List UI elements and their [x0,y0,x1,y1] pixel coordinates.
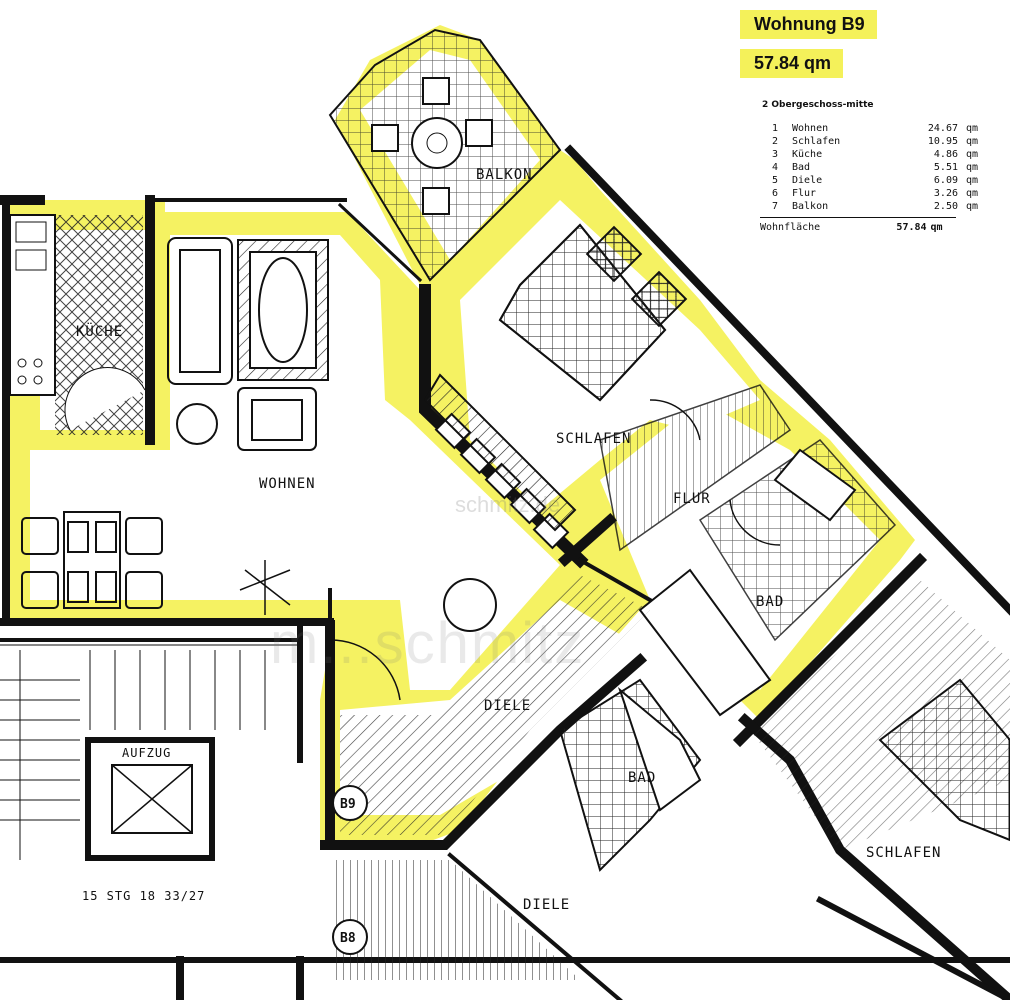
watermark: m...schmitz [270,611,586,676]
apartment-legend: Wohnung B9 57.84 qm 2 Obergeschoss-mitte… [740,10,1000,233]
room-row: 2 Schlafen 10.95 qm [768,135,992,148]
room-unit: qm [966,149,979,160]
room-no: 2 [772,136,779,147]
room-no: 3 [772,149,779,160]
label-wohnen: WOHNEN [259,476,316,492]
diele-b9 [340,575,650,835]
room-area: 2.50 [933,201,958,212]
room-area: 6.09 [933,175,958,186]
room-unit: qm [966,175,979,186]
label-bad: BAD [756,594,784,610]
room-no: 7 [772,201,779,212]
room-row: 5 Diele 6.09 qm [768,174,992,187]
total-area-row: Wohnfläche 57.84 qm [760,222,956,233]
total-area-unit: qm [930,222,943,233]
label-schlafen-2: SCHLAFEN [866,845,941,861]
living-furniture [21,237,497,701]
unit-markers [332,785,368,955]
balcony [328,28,562,282]
apartment-area: 57.84 qm [740,49,844,78]
room-row: 1 Wohnen 24.67 qm [768,122,992,135]
room-row: 4 Bad 5.51 qm [768,161,992,174]
room-area: 3.26 [933,188,958,199]
room-no: 1 [772,123,779,134]
label-aufzug: AUFZUG [122,746,171,760]
watermark-small: schmitz.de [455,492,561,517]
room-unit: qm [966,201,979,212]
label-unit-b9: B9 [340,797,356,812]
room-no: 6 [772,188,779,199]
label-diele-2: DIELE [523,897,570,913]
label-stairs: 15 STG 18 33/27 [82,889,205,903]
label-diele: DIELE [484,698,531,714]
legend-divider [760,217,956,218]
apartment-title: Wohnung B9 [740,10,877,39]
room-no: 4 [772,162,779,173]
floor-label: 2 Obergeschoss-mitte [762,100,874,110]
room-name: Flur [792,188,817,199]
room-name: Diele [792,175,823,186]
room-row: 3 Küche 4.86 qm [768,148,992,161]
label-unit-b8: B8 [340,931,356,946]
label-kueche: KÜCHE [76,322,123,340]
label-bad-2: BAD [628,770,656,786]
walls [0,144,1010,1000]
room-name: Wohnen [792,123,829,134]
total-area-label: Wohnfläche [760,222,821,233]
room-area: 24.67 [927,123,958,134]
room-unit: qm [966,123,979,134]
room-unit: qm [966,136,979,147]
label-flur: FLUR [673,491,711,507]
room-area: 4.86 [933,149,958,160]
room-row: 7 Balkon 2.50 qm [768,200,992,213]
room-table: 1 Wohnen 24.67 qm 2 Schlafen 10.95 qm 3 Küche 4.… [768,122,992,213]
room-name: Balkon [792,201,829,212]
stairwell [0,580,1010,980]
bedroom [423,223,701,532]
room-name: Bad [792,162,811,173]
label-balkon: BALKON [476,167,533,183]
kitchen [9,214,146,435]
room-area: 5.51 [933,162,958,173]
room-name: Küche [792,149,823,160]
room-row: 6 Flur 3.26 qm [768,187,992,200]
label-schlafen: SCHLAFEN [556,431,631,447]
bath-flur [599,384,897,717]
room-name: Schlafen [792,136,841,147]
total-area-value: 57.84 [896,222,927,233]
planters [434,412,570,550]
room-unit: qm [966,162,979,173]
room-no: 5 [772,175,779,186]
room-unit: qm [966,188,979,199]
room-area: 10.95 [927,136,958,147]
